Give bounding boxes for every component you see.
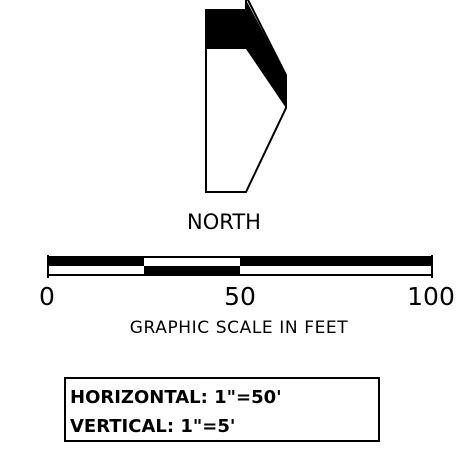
scale-tick-label-100: 100 <box>407 282 455 311</box>
scale-note-box: HORIZONTAL: 1"=50' VERTICAL: 1"=5' <box>64 377 380 442</box>
horizontal-scale-note: HORIZONTAL: 1"=50' <box>70 387 282 408</box>
scale-tick-label-50: 50 <box>224 282 256 311</box>
north-arrow-head-fill <box>206 10 246 49</box>
scale-segment-50-100 <box>240 257 432 266</box>
scale-note-border <box>64 377 380 442</box>
scale-caption: GRAPHIC SCALE IN FEET <box>130 318 349 338</box>
north-arrow-band-fill <box>246 0 286 108</box>
scale-segment-25-50 <box>144 266 240 275</box>
scale-segment-0-25 <box>48 257 144 266</box>
north-arrow: NORTH <box>187 0 287 234</box>
scale-tick-label-0: 0 <box>39 282 55 311</box>
north-label: NORTH <box>187 210 261 234</box>
vertical-scale-note: VERTICAL: 1"=5' <box>70 416 235 437</box>
graphic-scale: 0 50 100 GRAPHIC SCALE IN FEET <box>39 255 455 338</box>
